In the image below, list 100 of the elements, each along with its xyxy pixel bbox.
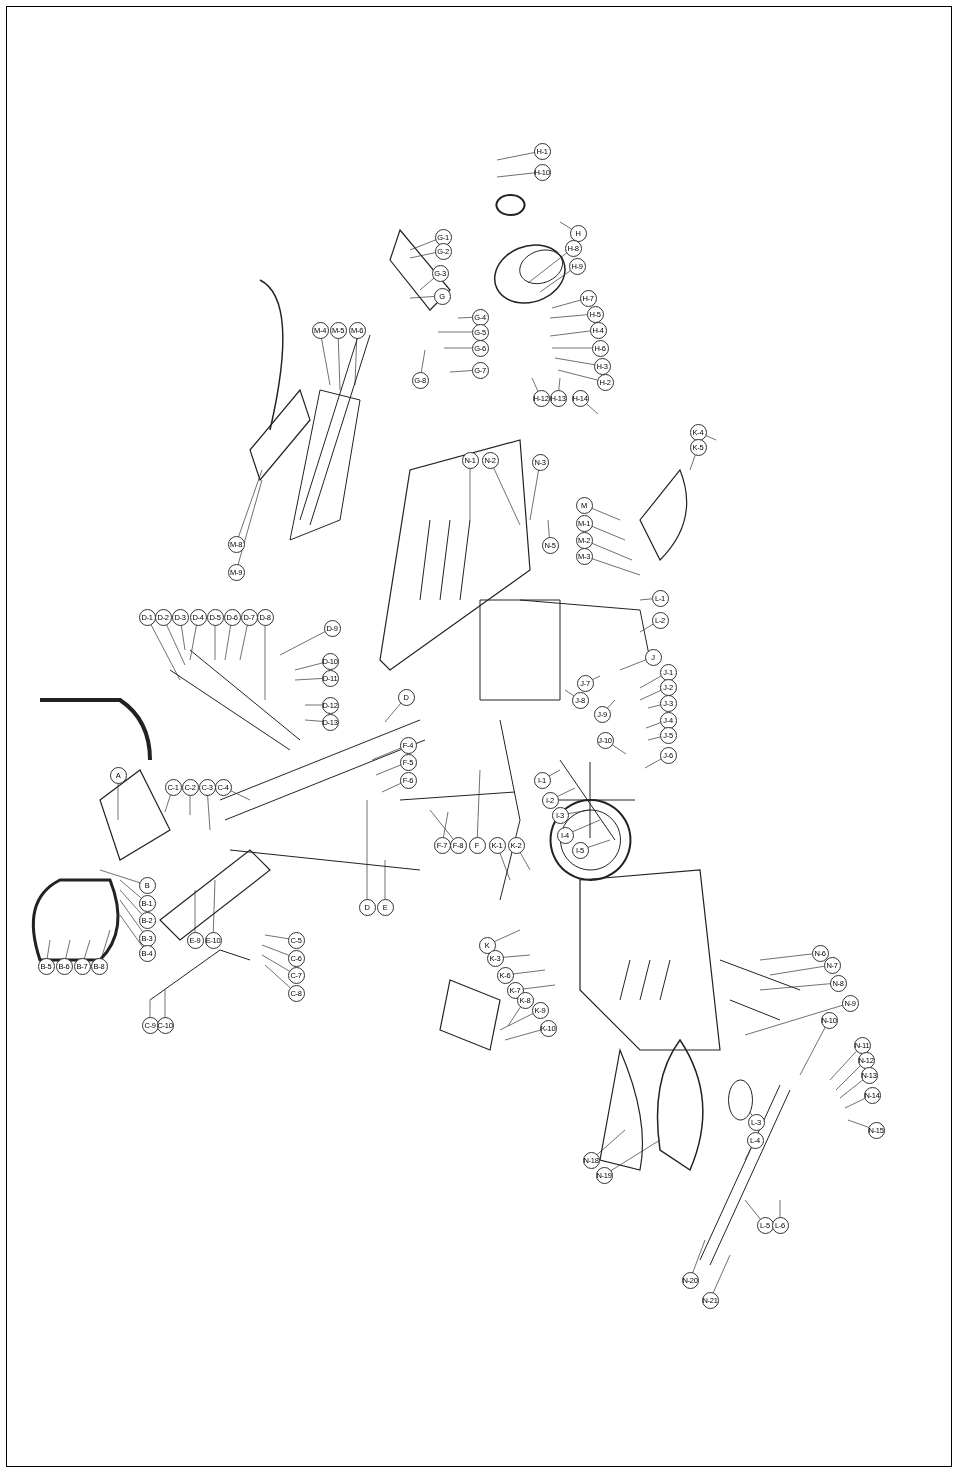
leader-line bbox=[409, 239, 437, 251]
leader-line bbox=[704, 434, 717, 441]
leader-line bbox=[590, 525, 626, 541]
leader-line bbox=[449, 370, 473, 373]
leader-line bbox=[409, 296, 435, 299]
leader-line bbox=[504, 1029, 542, 1041]
leader-line bbox=[354, 337, 358, 386]
leader-line bbox=[779, 1199, 781, 1218]
leader-line bbox=[189, 794, 191, 816]
leader-line bbox=[522, 984, 556, 990]
leader-line bbox=[164, 989, 166, 1018]
leader-line bbox=[119, 889, 143, 915]
leader-line bbox=[749, 1111, 753, 1116]
leader-line bbox=[744, 1146, 752, 1161]
leader-line bbox=[619, 659, 647, 671]
leader-line bbox=[443, 811, 449, 838]
leader-line bbox=[493, 929, 521, 943]
leader-line bbox=[375, 764, 402, 776]
leader-line bbox=[586, 839, 611, 848]
leader-line bbox=[264, 624, 266, 701]
leader-line bbox=[437, 331, 473, 333]
leader-line bbox=[261, 944, 290, 956]
leader-line bbox=[304, 704, 323, 706]
leader-line bbox=[551, 347, 593, 349]
leader-line bbox=[150, 623, 181, 681]
leader-line bbox=[224, 624, 232, 661]
leader-line bbox=[409, 252, 436, 259]
leader-line bbox=[83, 939, 91, 960]
leader-line bbox=[759, 983, 831, 991]
leader-line bbox=[644, 758, 662, 769]
leader-line bbox=[457, 317, 473, 319]
leader-line bbox=[119, 879, 142, 899]
leader-line bbox=[689, 453, 696, 471]
leader-line bbox=[645, 722, 662, 729]
leader-line bbox=[639, 689, 662, 701]
leader-line bbox=[229, 789, 251, 801]
leader-line bbox=[547, 519, 550, 538]
leader-line bbox=[556, 787, 576, 798]
leader-line bbox=[639, 598, 653, 601]
leader-line bbox=[180, 624, 186, 651]
leader-line bbox=[647, 704, 662, 709]
leader-line bbox=[844, 1097, 866, 1109]
leader-line bbox=[46, 939, 51, 959]
leader-line bbox=[610, 743, 627, 755]
leader-line bbox=[294, 678, 323, 681]
leader-line bbox=[496, 172, 535, 178]
leader-line bbox=[529, 469, 540, 521]
leader-line bbox=[294, 662, 324, 671]
leader-line bbox=[639, 675, 662, 689]
leader-line bbox=[590, 558, 641, 576]
leader-line bbox=[381, 782, 402, 793]
leader-line bbox=[99, 869, 141, 884]
leader-line bbox=[261, 954, 290, 972]
leader-line bbox=[264, 934, 289, 940]
leader-line bbox=[847, 1119, 870, 1128]
leader-line bbox=[835, 1064, 862, 1091]
leader-line bbox=[591, 675, 601, 681]
leader-line bbox=[304, 719, 323, 722]
leader-line bbox=[384, 702, 402, 723]
leader-line bbox=[551, 299, 582, 309]
leader-line bbox=[590, 507, 621, 521]
leader-line bbox=[564, 689, 575, 697]
leader-line bbox=[371, 747, 402, 761]
leader-line bbox=[279, 631, 326, 656]
leader-line bbox=[507, 1005, 522, 1027]
leader-line bbox=[512, 969, 546, 975]
leader-line bbox=[829, 1050, 858, 1081]
leader-line bbox=[759, 953, 813, 961]
leader-line bbox=[744, 1004, 844, 1036]
leader-line bbox=[502, 954, 531, 958]
leader-line bbox=[712, 1254, 731, 1294]
leader-line bbox=[492, 466, 521, 526]
leader-line bbox=[207, 794, 211, 831]
leader-line bbox=[519, 851, 531, 871]
leader-line bbox=[769, 965, 825, 976]
leader-line bbox=[443, 347, 473, 349]
leader-line bbox=[496, 152, 535, 161]
leader-line bbox=[549, 330, 591, 337]
leader-line bbox=[527, 252, 568, 284]
leader-line bbox=[238, 469, 263, 538]
leader-line bbox=[469, 467, 471, 521]
leader-line bbox=[549, 314, 588, 319]
leader-line bbox=[585, 402, 599, 415]
leader-line bbox=[558, 377, 561, 391]
leader-line bbox=[531, 377, 539, 392]
leader-line bbox=[164, 793, 172, 813]
leader-line bbox=[557, 369, 599, 381]
leader-line bbox=[590, 542, 633, 561]
leader-line bbox=[647, 736, 662, 741]
leader-line bbox=[499, 851, 511, 881]
leader-line bbox=[639, 623, 654, 633]
leader-line bbox=[419, 277, 435, 291]
leader-line bbox=[744, 1199, 761, 1220]
leader-line bbox=[212, 879, 216, 933]
leader-line bbox=[476, 769, 481, 838]
leader-line bbox=[559, 221, 572, 230]
leader-line bbox=[571, 819, 601, 833]
leader-line bbox=[65, 939, 71, 960]
leader-line bbox=[606, 699, 616, 709]
leader-line bbox=[799, 1026, 826, 1076]
